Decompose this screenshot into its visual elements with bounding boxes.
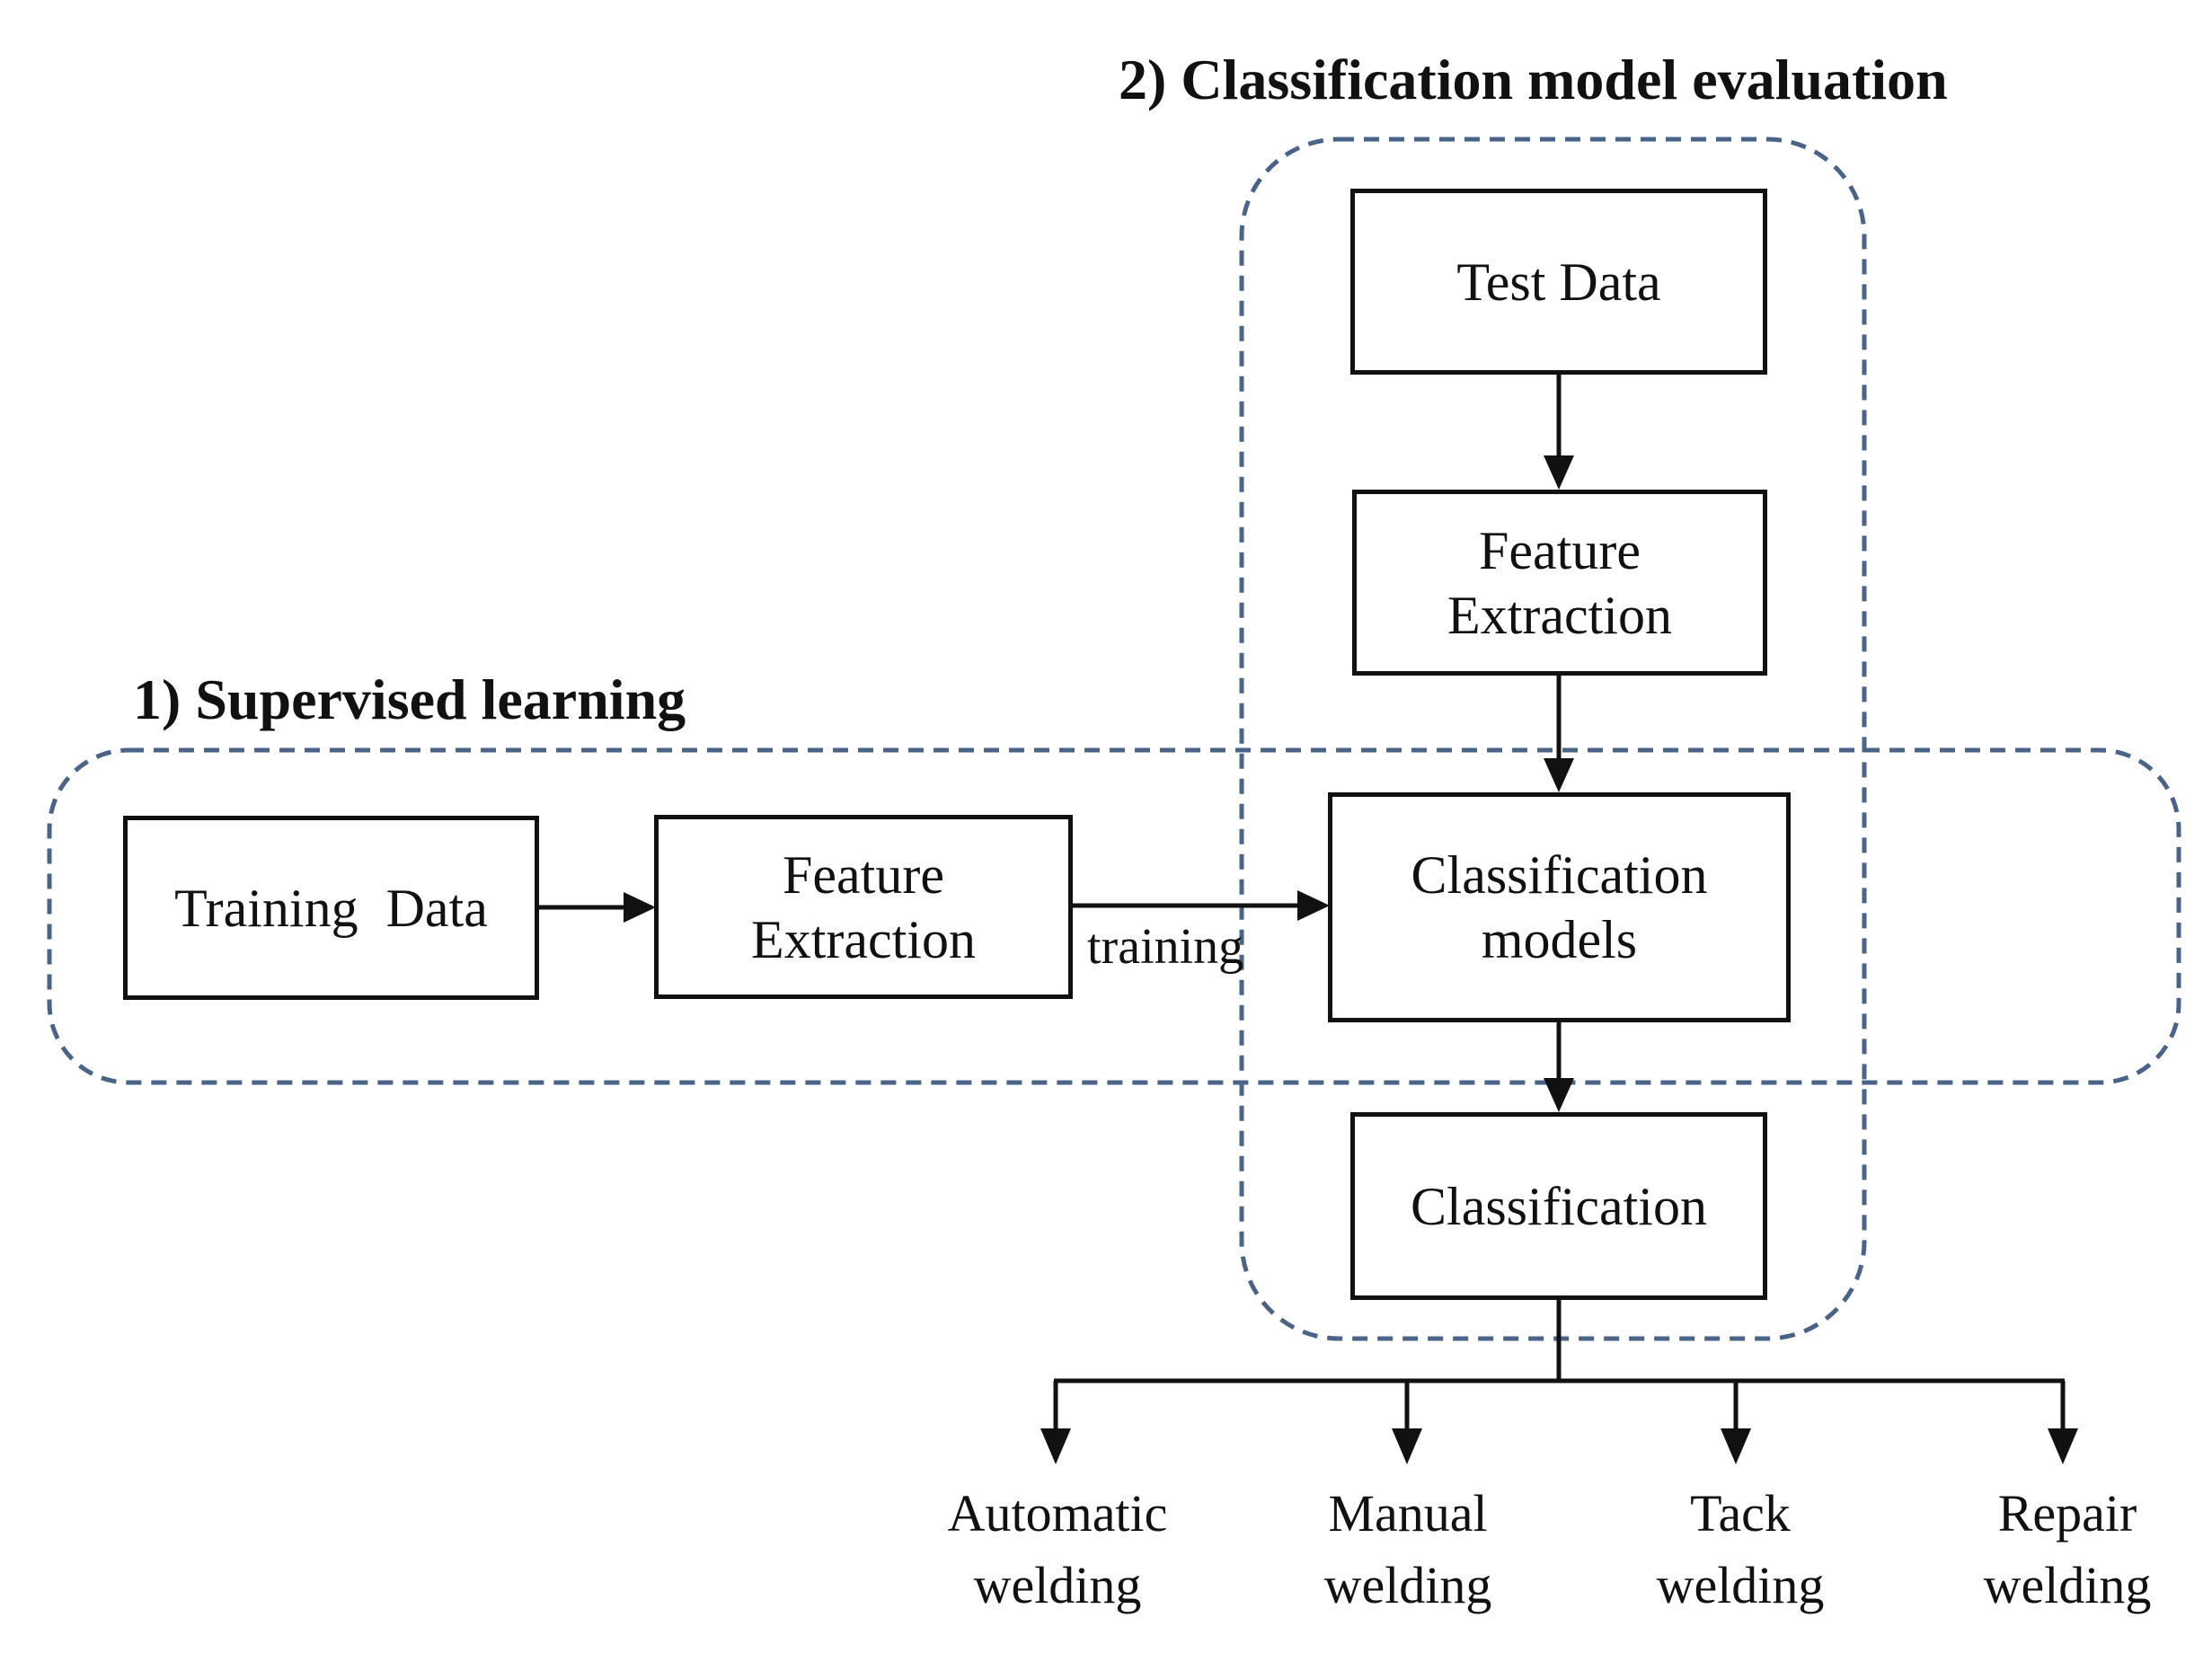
output-label-repair-welding: Repair welding [1983,1484,2152,1614]
training-data-box: Training Data [123,816,539,1000]
output-label-tack-welding: Tack welding [1656,1484,1825,1614]
output-label-manual-welding: Manual welding [1323,1484,1492,1614]
arrowhead-featureextraction-to-models-vertical [1544,758,1574,792]
supervised-learning-title: 1) Supervised learning [133,667,686,731]
arrowhead-branch-automatic [1040,1428,1071,1464]
arrowhead-branch-manual [1392,1428,1422,1464]
test-data-box: Test Data [1350,189,1767,375]
evaluation-region [1239,137,1867,1341]
arrowhead-branch-repair [2048,1428,2078,1464]
evaluation-title: 2) Classification model evaluation [1119,48,1948,111]
arrowhead-testdata-to-featureextraction [1544,455,1574,490]
arrowhead-models-to-classification [1544,1078,1574,1112]
arrowhead-branch-tack [1721,1428,1751,1464]
arrowhead-featureextraction-to-models [1297,890,1330,921]
feature-extraction-test-box: Feature Extraction [1352,490,1767,676]
classification-box: Classification [1350,1112,1767,1300]
supervised-learning-region [47,747,2181,1085]
classification-models-box: Classification models [1328,792,1791,1022]
output-label-automatic-welding: Automatic welding [947,1484,1168,1614]
training-edge-label: training [1087,919,1244,975]
arrowhead-trainingdata-to-featureextraction [624,892,656,923]
feature-extraction-train-box: Feature Extraction [654,815,1073,999]
